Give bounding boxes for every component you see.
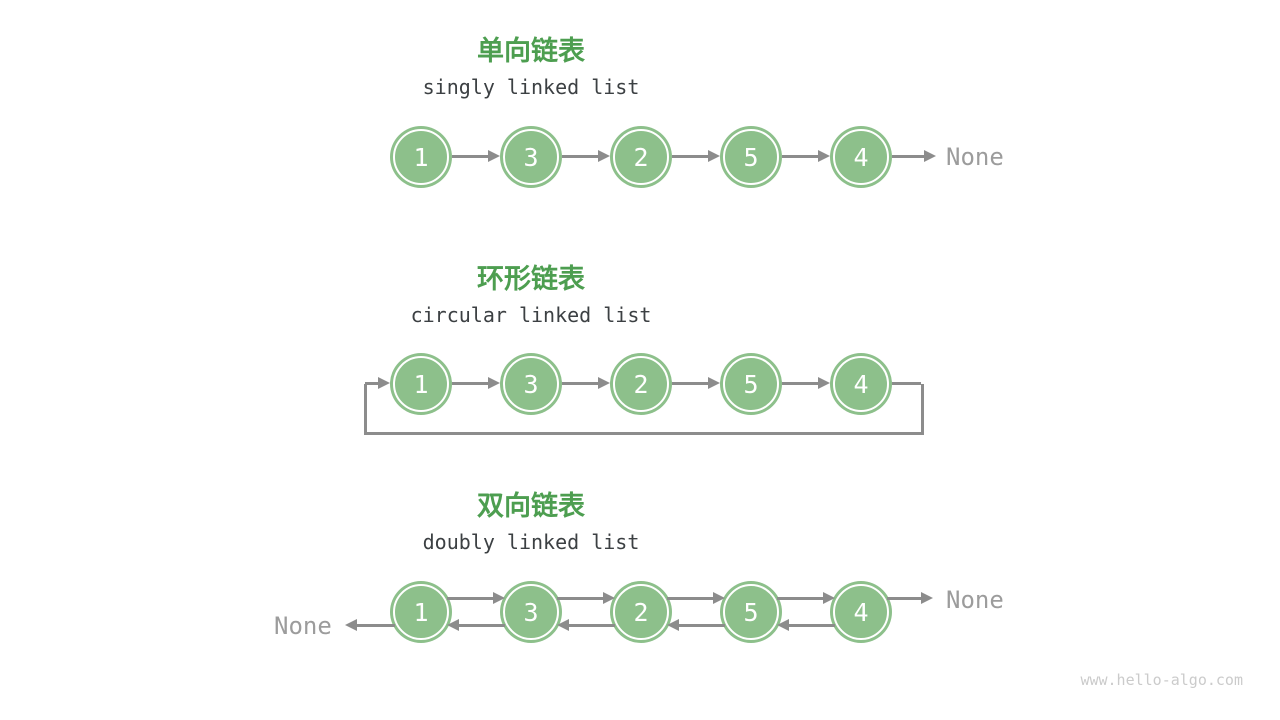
next-pointer-arrow [447, 592, 505, 604]
list-node: 4 [833, 584, 889, 640]
next-pointer-arrow [782, 150, 830, 162]
prev-pointer-arrow [557, 619, 615, 631]
none-pointer-arrow [892, 150, 936, 162]
section-subtitle-circular: circular linked list [410, 303, 652, 327]
next-pointer-arrow [452, 377, 500, 389]
next-pointer-arrow [452, 150, 500, 162]
list-node: 4 [833, 356, 889, 412]
list-node: 2 [613, 584, 669, 640]
section-title-circular: 环形链表 [477, 264, 585, 294]
list-node: 3 [503, 584, 559, 640]
loop-exit-line [892, 382, 921, 385]
section-title-singly: 单向链表 [477, 36, 585, 66]
section-title-doubly: 双向链表 [477, 491, 585, 521]
prev-pointer-arrow [447, 619, 505, 631]
none-label-doubly-tail: None [946, 586, 1004, 614]
next-pointer-arrow [672, 150, 720, 162]
list-node: 2 [613, 129, 669, 185]
list-node: 2 [613, 356, 669, 412]
next-pointer-arrow [562, 150, 610, 162]
next-pointer-arrow [782, 377, 830, 389]
none-label-doubly-head: None [274, 612, 332, 640]
list-node: 5 [723, 584, 779, 640]
next-pointer-arrow [672, 377, 720, 389]
section-subtitle-doubly: doubly linked list [422, 530, 640, 554]
list-node: 1 [393, 584, 449, 640]
list-node: 5 [723, 129, 779, 185]
next-pointer-arrow [777, 592, 835, 604]
list-node: 4 [833, 129, 889, 185]
none-pointer-arrow [345, 619, 395, 631]
list-node: 1 [393, 129, 449, 185]
prev-pointer-arrow [667, 619, 725, 631]
none-pointer-arrow [887, 592, 933, 604]
prev-pointer-arrow [777, 619, 835, 631]
watermark: www.hello-algo.com [1080, 671, 1243, 689]
loop-entry-arrow [365, 377, 390, 389]
next-pointer-arrow [667, 592, 725, 604]
next-pointer-arrow [557, 592, 615, 604]
list-node: 3 [503, 129, 559, 185]
section-subtitle-singly: singly linked list [422, 75, 640, 99]
none-label-singly: None [946, 143, 1004, 171]
list-node: 3 [503, 356, 559, 412]
list-node: 5 [723, 356, 779, 412]
loop-back-connector [364, 384, 924, 435]
list-node: 1 [393, 356, 449, 412]
next-pointer-arrow [562, 377, 610, 389]
